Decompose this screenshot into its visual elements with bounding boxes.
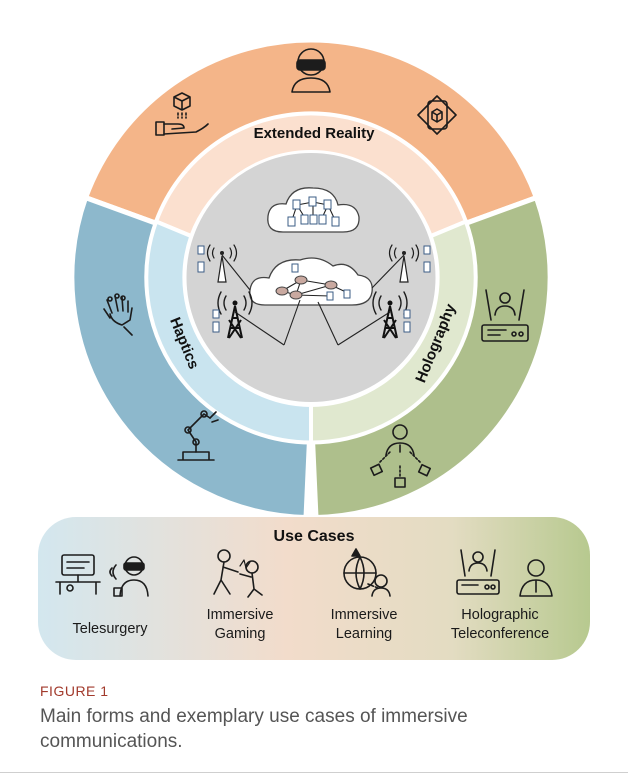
radio-towers-network: [197, 244, 431, 346]
figure-caption: Main forms and exemplary use cases of im…: [40, 706, 468, 752]
teleconference-person-icon: [519, 559, 553, 597]
use-cases-panel: [38, 517, 590, 660]
globe-learner-icon: [343, 548, 391, 597]
robot-hand-icon: [103, 293, 133, 336]
surgery-monitor-icon: [55, 554, 101, 595]
robot-arm-icon: [177, 410, 219, 461]
divider: [0, 772, 628, 773]
use-cases-title: Use Cases: [274, 528, 355, 545]
figure-label: FIGURE 1: [40, 683, 109, 699]
hand-cube-icon: [155, 92, 209, 136]
ar-phone-cube-icon: [417, 95, 457, 135]
cloud-router-network-icon: [249, 257, 373, 306]
use-case-telesurgery: Telesurgery: [73, 621, 149, 637]
extended-reality-label: Extended Reality: [254, 125, 376, 142]
boxing-players-icon: [213, 549, 263, 598]
teleconference-projector-icon: [456, 549, 500, 595]
cloud-network-icon: [267, 187, 360, 233]
vr-operator-icon: [109, 556, 149, 597]
vr-headset-icon: [291, 48, 331, 93]
hologram-projector-icon: [481, 289, 529, 342]
immersive-communications-diagram: Extended Reality Haptics Holography: [38, 40, 590, 660]
hologram-person-cameras-icon: [369, 424, 432, 488]
